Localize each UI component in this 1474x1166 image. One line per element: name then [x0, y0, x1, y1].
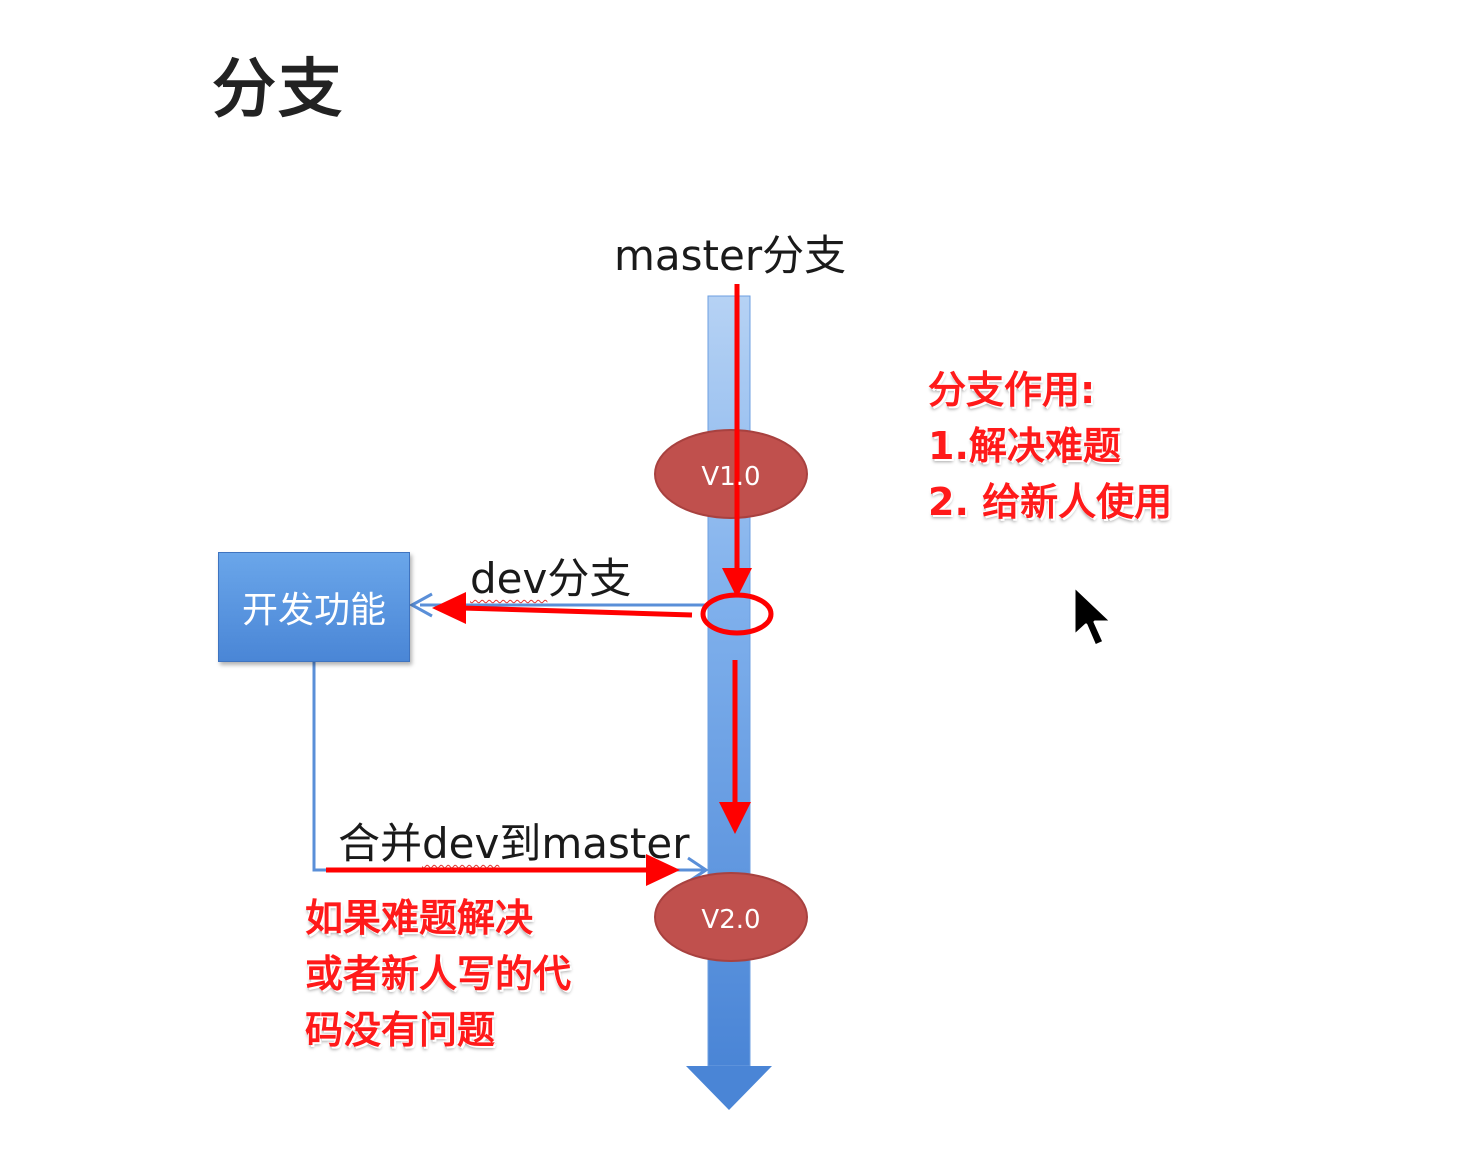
- merge-label-part1: 合并: [338, 819, 423, 868]
- dev-label-suffix: 分支: [547, 554, 632, 603]
- branch-point-circle: [700, 592, 774, 636]
- dev-branch-label: dev分支: [470, 545, 631, 606]
- version-2-node: [654, 872, 808, 962]
- purpose-heading: 分支作用:: [928, 368, 1096, 412]
- dev-branch-line: [408, 592, 708, 618]
- merge-condition-note: 如果难题解决 或者新人写的代 码没有问题: [305, 890, 571, 1058]
- red-annotation-arrows: [326, 284, 752, 886]
- dev-feature-box: 开发功能: [218, 552, 410, 662]
- merge-note-line-1: 如果难题解决: [305, 896, 534, 940]
- merge-label-part3: 到master: [499, 819, 690, 868]
- page-title: 分支: [212, 53, 344, 127]
- merge-label-part2: dev: [422, 819, 500, 868]
- merge-note-line-2: 或者新人写的代: [305, 952, 572, 996]
- mouse-pointer-icon: [1072, 584, 1114, 648]
- version-1-node: [654, 429, 808, 519]
- purpose-item-1: 1.解决难题: [928, 424, 1121, 468]
- merge-note-line-3: 码没有问题: [305, 1008, 496, 1052]
- master-trunk-arrow: [686, 295, 772, 1110]
- version-1-label: V1.0: [701, 462, 761, 492]
- master-branch-label: master分支: [614, 231, 847, 280]
- merge-label: 合并dev到master: [338, 810, 689, 871]
- dev-label-prefix: dev: [470, 554, 548, 603]
- purpose-item-2: 2. 给新人使用: [928, 480, 1173, 524]
- version-2-label: V2.0: [701, 905, 761, 935]
- branch-purpose-note: 分支作用: 1.解决难题 2. 给新人使用: [928, 362, 1172, 530]
